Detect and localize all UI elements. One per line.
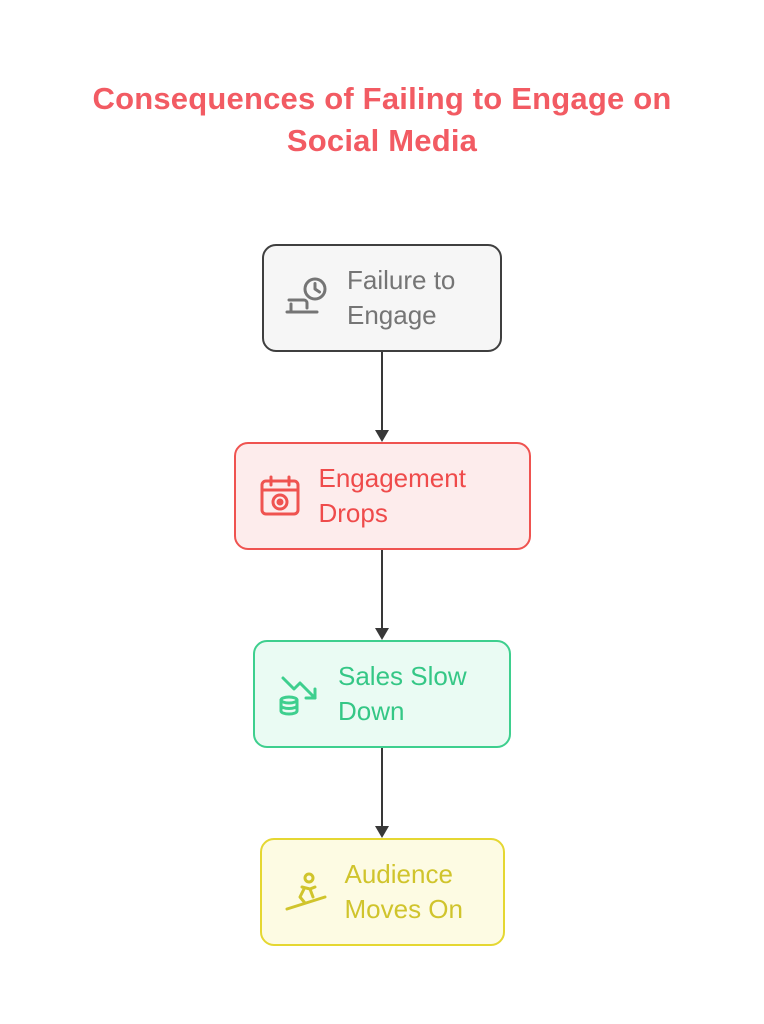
arrow-line — [380, 351, 384, 432]
flow-node-sales-slow-down: Sales Slow Down — [253, 639, 511, 748]
flow-node-label: Engagement Drops — [318, 463, 466, 528]
flow-node-label: Audience Moves On — [344, 859, 464, 924]
flow-node-label: Failure to Engage — [347, 265, 456, 330]
declining-sales-coins-icon — [275, 670, 323, 718]
arrow-line — [380, 747, 384, 828]
flow-node-engagement-drops: Engagement Drops — [233, 441, 531, 550]
flow-arrow — [371, 549, 393, 640]
flow-node-audience-moves-on: Audience Moves On — [259, 837, 505, 946]
calendar-icon — [256, 472, 304, 520]
clock-idle-icon — [284, 274, 332, 322]
flow-arrow — [371, 747, 393, 838]
flow-node-label: Sales Slow Down — [338, 661, 467, 726]
arrow-head-icon — [375, 429, 389, 442]
arrow-line — [380, 549, 384, 630]
flow-node-failure-to-engage: Failure to Engage — [262, 243, 502, 352]
flow-diagram: Failure to Engage Engagement Drops — [233, 243, 531, 946]
arrow-head-icon — [375, 825, 389, 838]
flow-arrow — [371, 351, 393, 442]
person-leaving-icon — [282, 868, 330, 916]
arrow-head-icon — [375, 627, 389, 640]
page-title: Consequences of Failing to Engage on Soc… — [92, 81, 672, 158]
